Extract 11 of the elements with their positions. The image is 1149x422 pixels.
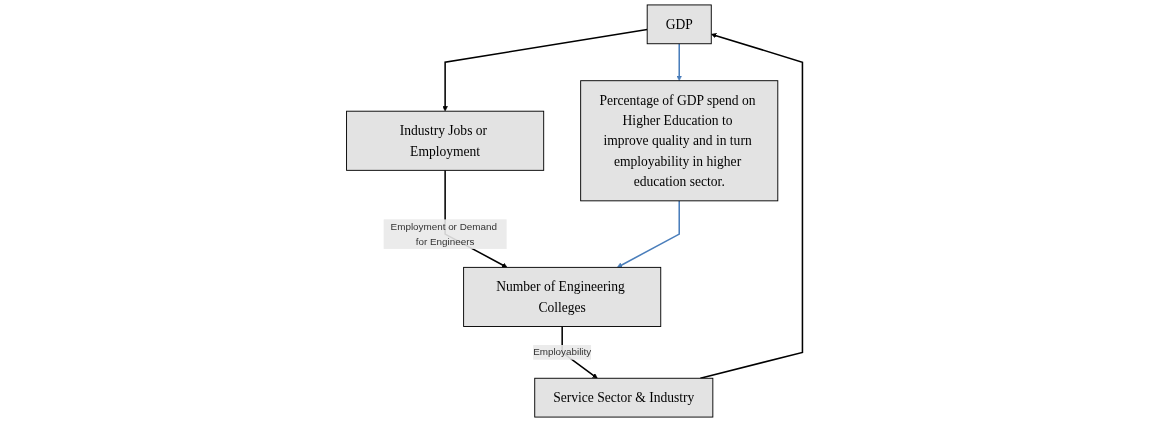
edge-label: Employment or Demand for Engineers — [390, 221, 497, 247]
arrow — [699, 33, 804, 380]
node-box: Percentage of GDP spend on Higher Education to improve quality and in turn employability in higher education sector. — [580, 80, 779, 202]
node-box: Service Sector & Industry — [534, 377, 714, 418]
arrow — [676, 42, 682, 81]
arrow — [442, 28, 648, 112]
node-box: GDP — [646, 4, 712, 45]
arrow — [617, 200, 680, 268]
node-box: Number of Engineering Colleges — [463, 266, 662, 327]
node-box: Industry Jobs or Employment — [346, 110, 545, 171]
edge-label: Employability — [533, 346, 592, 358]
